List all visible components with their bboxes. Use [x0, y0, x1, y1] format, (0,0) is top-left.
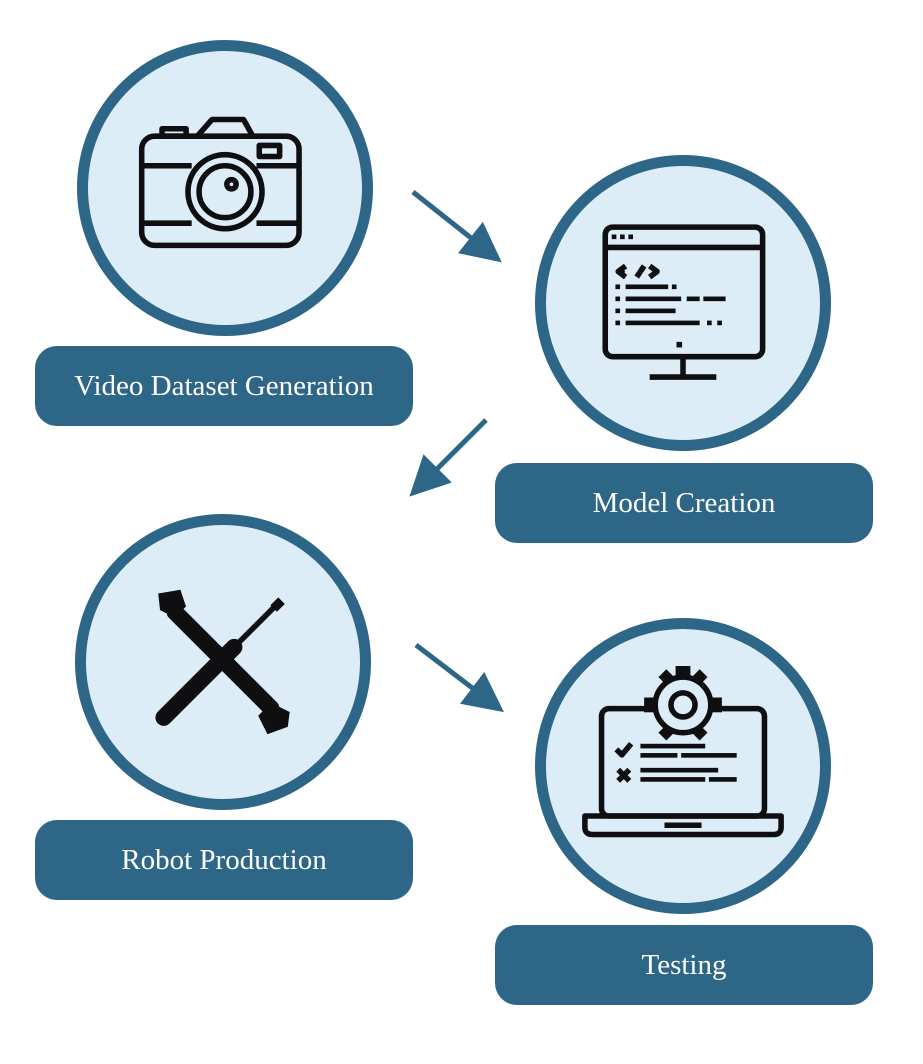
code-monitor-icon — [602, 224, 766, 380]
step-4-circle — [535, 618, 831, 914]
arrow-3-to-4 — [414, 643, 504, 713]
step-1-circle — [77, 40, 373, 336]
camera-icon — [138, 116, 302, 249]
step-3-label: Robot Production — [35, 820, 413, 900]
step-2-label: Model Creation — [495, 463, 873, 543]
step-1-label: Video Dataset Generation — [35, 346, 413, 426]
arrow-1-to-2 — [411, 190, 502, 263]
laptop-gear-checklist-icon — [582, 666, 784, 838]
step-3-circle — [75, 514, 371, 810]
tools-icon — [155, 589, 290, 735]
step-2-circle — [535, 155, 831, 451]
arrow-2-to-3 — [409, 418, 488, 497]
step-4-label: Testing — [495, 925, 873, 1005]
